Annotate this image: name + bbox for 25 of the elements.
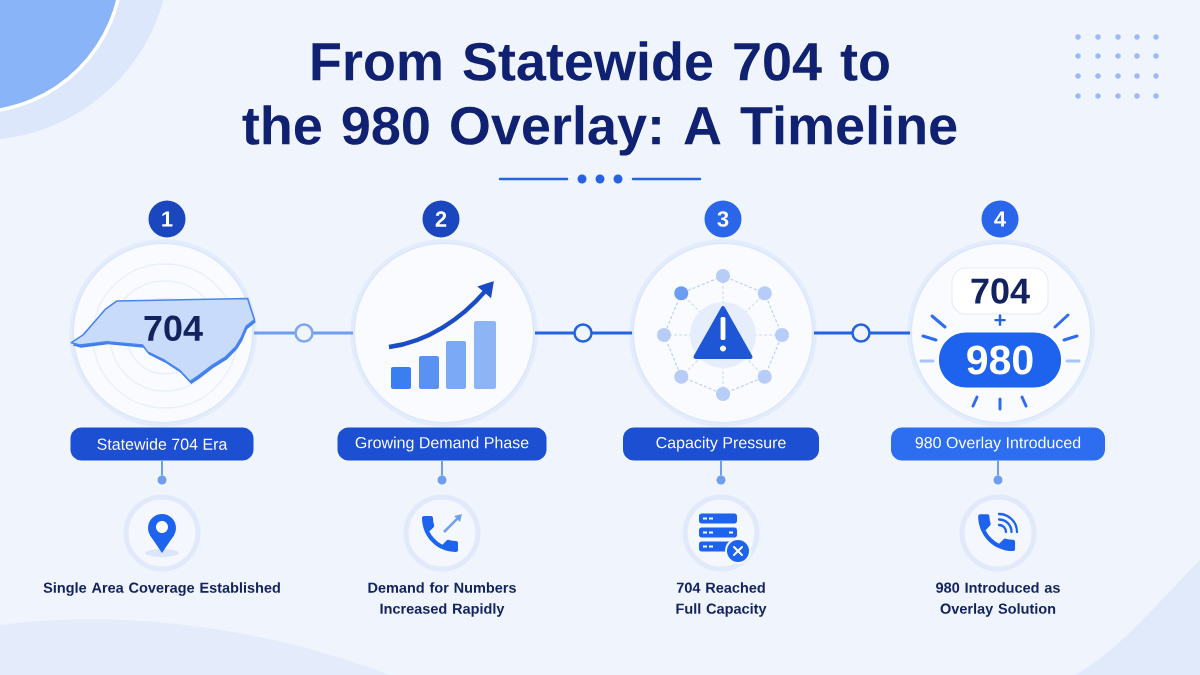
number-badge: 1 — [148, 200, 186, 238]
caption-text: Single Area Coverage Established — [43, 582, 280, 596]
caption-text: 980 Introduced as Overlay Solution — [936, 582, 1060, 617]
timeline-line — [535, 331, 632, 335]
number-badge: 2 — [422, 200, 460, 238]
stage-label-pill: Growing Demand Phase — [337, 427, 547, 461]
stage-label-pill: Statewide 704 Era — [70, 427, 254, 461]
state-map: 704 — [70, 297, 256, 384]
connector-line — [720, 459, 722, 477]
number-badge: 3 — [704, 200, 742, 238]
caption-text: 704 Reached Full Capacity — [676, 582, 767, 617]
connector-line — [997, 459, 999, 477]
stage-label-pill: 980 Overlay Introduced — [891, 427, 1105, 461]
icon-circle — [959, 494, 1037, 572]
connector-line — [441, 459, 443, 477]
timeline-line — [814, 331, 910, 335]
caption-text: Demand for Numbers Increased Rapidly — [368, 582, 516, 617]
icon-circle — [403, 494, 481, 572]
number-badge: 4 — [981, 200, 1019, 238]
stage-label-pill: Capacity Pressure — [623, 427, 819, 461]
plus-sign: + — [994, 314, 1006, 326]
title: From Statewide 704 to the 980 Overlay: A Timeline — [242, 41, 957, 156]
timeline-line — [254, 331, 353, 335]
connector-line — [161, 459, 163, 477]
code-pill: 704 — [951, 267, 1049, 315]
